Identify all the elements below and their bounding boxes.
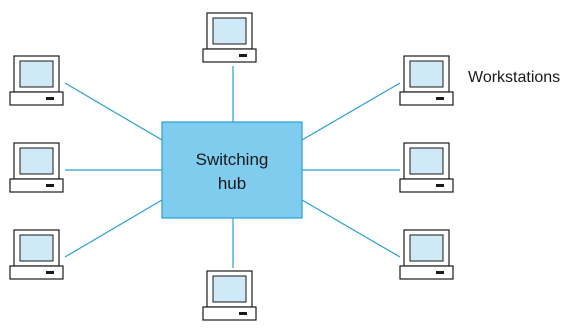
switching-hub: Switching hub (161, 121, 303, 219)
computer-icon (399, 55, 454, 106)
hub-label-line1: Switching (196, 150, 269, 169)
link-left-upper (64, 82, 163, 141)
link-right-lower (301, 199, 401, 258)
workstation-right-lower (399, 229, 454, 280)
computer-icon (202, 12, 257, 63)
hub-label-line2: hub (218, 174, 246, 193)
connections (64, 66, 401, 268)
workstation-right-middle (399, 142, 454, 193)
computer-icon (9, 142, 64, 193)
workstations-label: Workstations (468, 69, 560, 86)
link-left-lower (64, 199, 163, 258)
workstation-top (202, 12, 257, 63)
computer-icon (9, 55, 64, 106)
workstation-right-upper (399, 55, 454, 106)
computer-icon (399, 229, 454, 280)
workstation-bottom (202, 270, 257, 321)
link-right-upper (301, 82, 401, 141)
workstation-left-lower (9, 229, 64, 280)
computer-icon (9, 229, 64, 280)
hub-box (161, 121, 303, 219)
workstation-left-upper (9, 55, 64, 106)
computer-icon (399, 142, 454, 193)
workstation-left-middle (9, 142, 64, 193)
computer-icon (202, 270, 257, 321)
